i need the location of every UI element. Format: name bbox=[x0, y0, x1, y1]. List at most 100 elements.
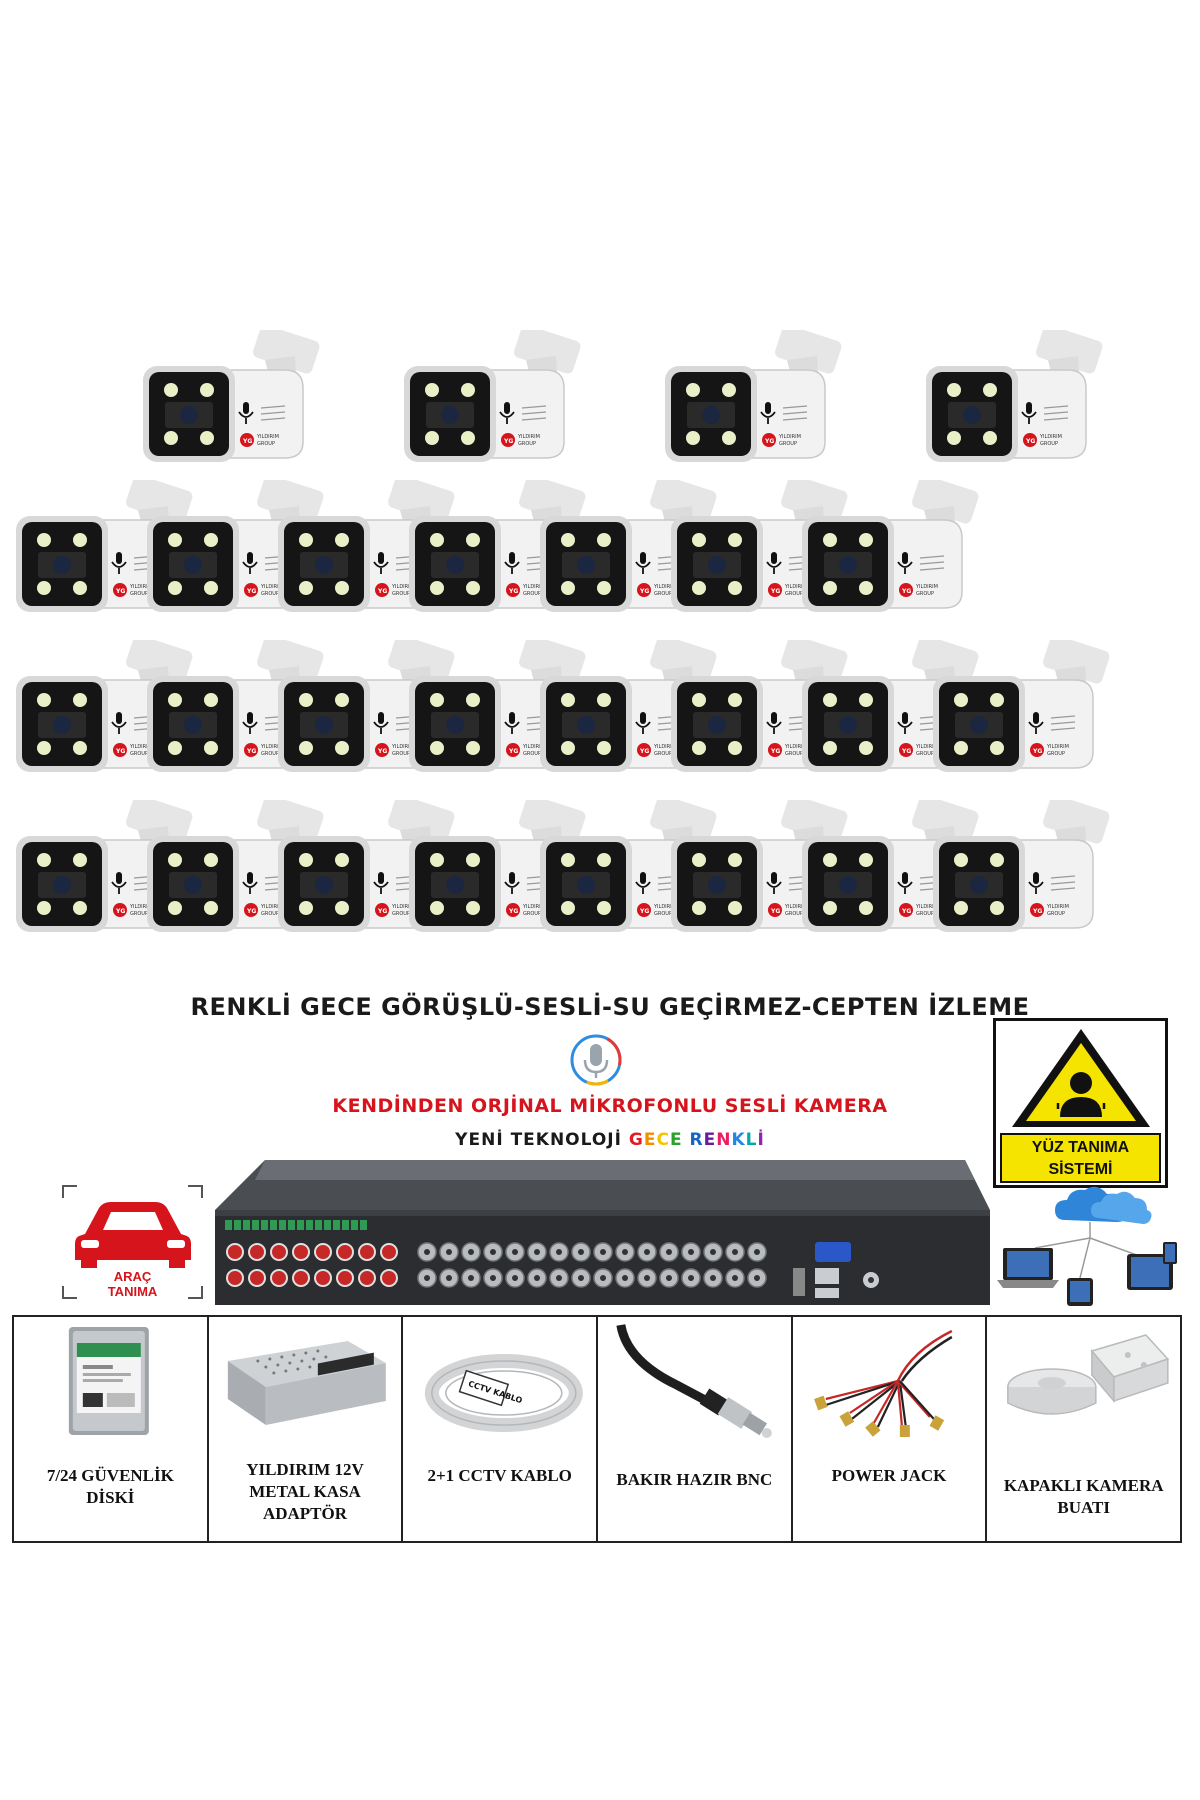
microphone-icon bbox=[568, 1032, 624, 1088]
dvr-bnc-pin bbox=[578, 1249, 584, 1255]
svg-text:YG: YG bbox=[639, 588, 649, 595]
new-tech-letter: E bbox=[703, 1130, 717, 1150]
svg-text:GROUP: GROUP bbox=[916, 751, 934, 757]
dvr-bnc-pin bbox=[688, 1249, 694, 1255]
svg-text:YILDIRIM: YILDIRIM bbox=[522, 904, 545, 910]
dvr-bnc-pin bbox=[512, 1275, 518, 1281]
svg-text:YILDIRIM: YILDIRIM bbox=[522, 584, 545, 590]
svg-text:YILDIRIM: YILDIRIM bbox=[391, 584, 414, 590]
svg-text:GROUP: GROUP bbox=[1047, 911, 1065, 917]
svg-text:GROUP: GROUP bbox=[785, 591, 803, 597]
svg-text:YILDIRIM: YILDIRIM bbox=[129, 904, 152, 910]
svg-text:GROUP: GROUP bbox=[130, 751, 148, 757]
caption-line: YILDIRIM 12V bbox=[246, 1460, 364, 1479]
accessories-table: 7/24 GÜVENLİK DİSKİ YILDIRIM 12V METAL K… bbox=[12, 1315, 1183, 1543]
svg-text:YG: YG bbox=[242, 438, 252, 445]
svg-text:GROUP: GROUP bbox=[518, 441, 536, 447]
svg-text:YG: YG bbox=[246, 588, 256, 595]
svg-text:YILDIRIM: YILDIRIM bbox=[260, 744, 283, 750]
dvr-terminal bbox=[306, 1220, 313, 1230]
dvr-bnc-pin bbox=[600, 1249, 606, 1255]
svg-text:YG: YG bbox=[508, 588, 518, 595]
new-tech-letter: K bbox=[731, 1130, 746, 1150]
new-tech-headline: YENİ TEKNOLOJİ GECE RENKLİ bbox=[0, 1130, 1200, 1150]
dvr-rear-panel-icon bbox=[215, 1160, 990, 1305]
svg-text:GROUP: GROUP bbox=[257, 441, 275, 447]
svg-text:GROUP: GROUP bbox=[523, 911, 541, 917]
accessory-caption: 7/24 GÜVENLİK DİSKİ bbox=[18, 1465, 203, 1509]
svg-text:YG: YG bbox=[508, 748, 518, 755]
svg-text:GROUP: GROUP bbox=[654, 751, 672, 757]
dvr-bnc-pin bbox=[424, 1275, 430, 1281]
dvr-audio-port bbox=[270, 1243, 288, 1261]
accessory-caption: POWER JACK bbox=[797, 1465, 982, 1487]
dvr-bnc-pin bbox=[644, 1249, 650, 1255]
svg-text:GROUP: GROUP bbox=[392, 911, 410, 917]
svg-text:GROUP: GROUP bbox=[1047, 751, 1065, 757]
svg-text:YG: YG bbox=[377, 908, 387, 915]
svg-text:GROUP: GROUP bbox=[261, 911, 279, 917]
car-badge-line2: TANIMA bbox=[107, 1284, 158, 1299]
svg-text:YILDIRIM: YILDIRIM bbox=[653, 584, 676, 590]
svg-text:YG: YG bbox=[770, 908, 780, 915]
face-sign-label: YÜZ TANIMA SİSTEMİ bbox=[1000, 1133, 1161, 1183]
new-tech-prefix: YENİ TEKNOLOJİ bbox=[455, 1130, 629, 1150]
dvr-terminal bbox=[324, 1220, 331, 1230]
svg-text:YG: YG bbox=[1025, 438, 1035, 445]
face-recognition-sign: YÜZ TANIMA SİSTEMİ bbox=[993, 1018, 1168, 1188]
accessory-caption: YILDIRIM 12V METAL KASA ADAPTÖR bbox=[213, 1459, 398, 1525]
dvr-audio-port bbox=[248, 1269, 266, 1287]
dvr-bnc-pin bbox=[512, 1249, 518, 1255]
accessory-caption: BAKIR HAZIR BNC bbox=[602, 1469, 787, 1491]
svg-text:GROUP: GROUP bbox=[916, 911, 934, 917]
new-tech-letter: E bbox=[669, 1130, 683, 1150]
svg-text:GROUP: GROUP bbox=[654, 911, 672, 917]
svg-text:YG: YG bbox=[770, 588, 780, 595]
svg-text:YG: YG bbox=[770, 748, 780, 755]
svg-text:YG: YG bbox=[901, 908, 911, 915]
accessory-caption: KAPAKLI KAMERA BUATI bbox=[991, 1475, 1176, 1519]
svg-text:YG: YG bbox=[901, 588, 911, 595]
dvr-bnc-pin bbox=[556, 1249, 562, 1255]
new-tech-letter: C bbox=[656, 1130, 670, 1150]
new-tech-letter: E bbox=[643, 1130, 657, 1150]
accessory-hard-disk: 7/24 GÜVENLİK DİSKİ bbox=[12, 1317, 207, 1541]
dvr-bnc-pin bbox=[732, 1249, 738, 1255]
vehicle-recognition-badge: ARAÇ TANIMA bbox=[55, 1178, 210, 1306]
dvr-audio-port bbox=[292, 1243, 310, 1261]
svg-text:YILDIRIM: YILDIRIM bbox=[522, 744, 545, 750]
svg-text:GROUP: GROUP bbox=[523, 751, 541, 757]
svg-text:YG: YG bbox=[246, 908, 256, 915]
dvr-bnc-pin bbox=[666, 1275, 672, 1281]
svg-text:YILDIRIM: YILDIRIM bbox=[1046, 744, 1069, 750]
accessory-caption: 2+1 CCTV KABLO bbox=[407, 1465, 592, 1487]
dvr-terminal bbox=[234, 1220, 241, 1230]
car-badge-line1: ARAÇ bbox=[113, 1269, 152, 1284]
svg-text:YILDIRIM: YILDIRIM bbox=[915, 584, 938, 590]
svg-text:GROUP: GROUP bbox=[392, 591, 410, 597]
svg-text:YG: YG bbox=[639, 748, 649, 755]
svg-text:YG: YG bbox=[115, 748, 125, 755]
dvr-bnc-pin bbox=[490, 1249, 496, 1255]
dvr-terminal bbox=[288, 1220, 295, 1230]
